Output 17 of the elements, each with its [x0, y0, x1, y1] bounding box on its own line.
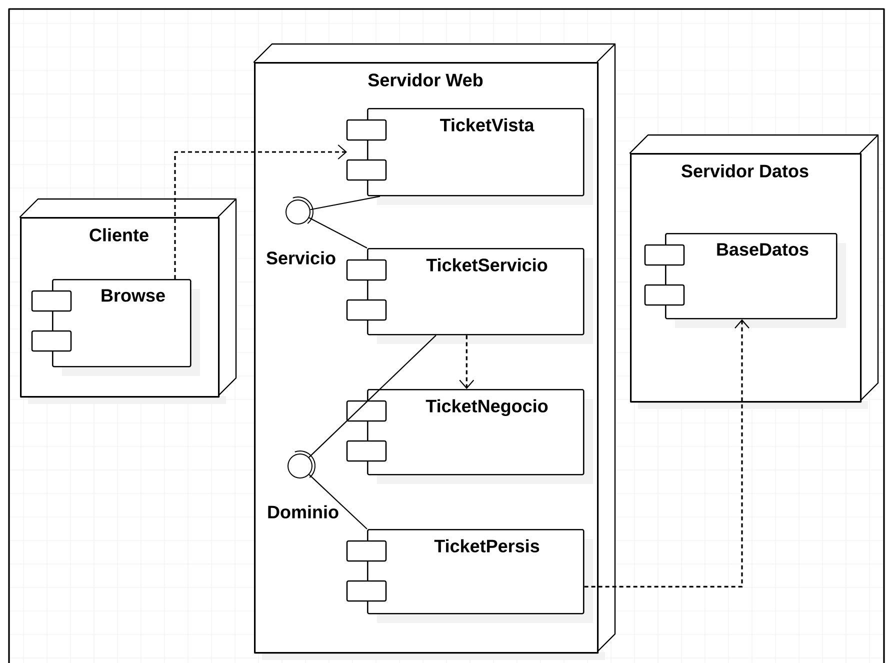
connector [310, 196, 380, 210]
component-box: TicketVista [346, 108, 593, 205]
component-box: TicketServicio [346, 248, 593, 344]
component-box: Browse [31, 279, 200, 376]
component-box: TicketPersis [346, 529, 593, 623]
component-box: BaseDatos [644, 233, 846, 328]
component-box: TicketNegocio [346, 389, 593, 484]
node-label: Servicio [266, 251, 336, 264]
interface-lollipop: Dominio [268, 450, 338, 518]
connector [459, 335, 474, 389]
connector [308, 474, 368, 530]
connector [584, 319, 750, 588]
connector [308, 217, 368, 248]
node-label: Dominio [268, 505, 338, 518]
connector [308, 334, 436, 458]
connector [174, 144, 347, 279]
interface-lollipop: Servicio [266, 196, 336, 264]
